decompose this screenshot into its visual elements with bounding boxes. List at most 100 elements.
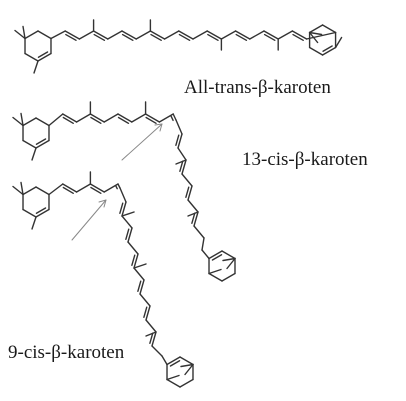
all-trans-chain-double-bond — [234, 30, 251, 40]
cis-9-chain2-double-bond — [145, 305, 151, 321]
all-trans-chain-double-bond-second — [65, 33, 77, 42]
cis-9-chain2-bond — [151, 345, 163, 357]
all-trans-chain-double-bond — [121, 30, 137, 40]
all-trans-left-ring-bond — [37, 52, 52, 62]
cis-9-methyl — [166, 374, 180, 381]
all-trans-chain-double-bond-second — [292, 33, 304, 42]
cis-9-right-ring-double — [169, 360, 181, 367]
cis-13-chain2-double-bond — [193, 211, 199, 227]
cis-13-chain2-bond — [201, 237, 205, 251]
all-trans-chain-double-bond — [263, 30, 279, 40]
cis-13-right-ring-bond — [208, 272, 223, 282]
cis-9-arrowhead — [98, 199, 107, 203]
all-trans-chain-double-bond — [64, 30, 81, 40]
all-trans-chain-bond — [249, 30, 265, 40]
cis-9-chain2-bond — [145, 319, 157, 333]
cis-9-chain2-double-bond — [139, 279, 145, 295]
cis-13-methyl — [187, 211, 199, 217]
cis-9-chain2-bond — [121, 215, 133, 229]
all-trans-chain-bond — [192, 30, 208, 40]
cis-13-chain2-double-bond-second — [179, 160, 184, 172]
cis-9-right-ring-bond — [166, 356, 181, 366]
all-trans-chain-double-bond-second — [235, 33, 248, 42]
cis-13-left-ring-bond — [22, 139, 37, 149]
cis-13-methyl — [20, 112, 24, 127]
cis-9-chain-double-bond — [62, 183, 78, 193]
cis-9-left-ring-bond — [22, 186, 37, 196]
cis-13-left-ring-bond — [35, 117, 50, 127]
cis-9-chain2-bond — [127, 241, 139, 255]
all-trans-chain-double-bond — [178, 30, 194, 40]
cis-13-right-ring-bond — [221, 250, 236, 260]
all-trans-chain-double-bond — [206, 30, 223, 40]
cis-9-left-ring-bond — [35, 186, 50, 196]
all-trans-chain-double-bond-second — [263, 33, 276, 42]
all-trans-chain-bond — [78, 30, 95, 40]
cis-13-methyl — [208, 268, 222, 275]
cis-9-chain2-bond — [119, 187, 127, 203]
cis-13-methyl — [12, 116, 24, 127]
cis-13-chain-bond — [131, 113, 147, 123]
cis-9-chain2-double-bond — [133, 253, 139, 269]
all-trans-left-ring-bond — [24, 52, 39, 62]
cis-9-chain2-double-bond-second — [143, 306, 148, 318]
cis-13-chain2-double-bond — [187, 185, 193, 201]
all-trans-chain-double-bond — [149, 30, 166, 40]
cis-9-methyl — [145, 331, 157, 337]
cis-13-chain-bond — [75, 113, 92, 123]
cis-9-chain-bond — [48, 183, 64, 196]
all-trans-methyl — [22, 25, 26, 40]
all-trans-chain-bond — [50, 30, 66, 40]
cis-13-methyl — [226, 257, 236, 270]
cis-13-methyl — [175, 159, 187, 165]
cis-13-chain2-double-bond-second — [170, 115, 174, 122]
all-trans-right-ring-bond — [321, 46, 337, 56]
cis-9-methyl — [184, 363, 194, 376]
cis-9-link-bond — [161, 355, 168, 366]
cis-9-chain2-bond — [139, 293, 151, 307]
cis-9-chain2-double-bond — [121, 201, 127, 217]
cis-9-right-ring-bond — [179, 356, 194, 366]
all-trans-chain-double-bond-second — [150, 33, 162, 42]
cis-13-chain-double-bond-second — [90, 116, 102, 125]
all-trans-right-ring-bond — [321, 24, 337, 34]
all-trans-chain-bond — [163, 30, 180, 40]
cis-13-methyl — [31, 147, 37, 161]
cis-9-right-ring-bond — [166, 378, 181, 388]
cis-9-methyl — [12, 185, 24, 196]
cis-13-chain2-bond — [181, 173, 193, 187]
cis-9-chain-double-bond-second — [62, 186, 74, 195]
cis-13-arrowhead — [154, 123, 163, 126]
cis-13-chain-double-bond — [117, 113, 133, 123]
all-trans-methyl — [33, 60, 39, 74]
all-trans-chain-bond — [135, 30, 152, 40]
cis-13-link-bond — [201, 249, 210, 260]
cis-9-chain-double-bond — [89, 183, 105, 193]
cis-9-chain2-bond — [133, 267, 145, 281]
all-trans-chain-double-bond — [92, 30, 109, 40]
cis-9-right-ring-bond — [179, 378, 194, 388]
cis-13-left-ring-double — [35, 138, 47, 145]
cis-13-chain-bond — [158, 113, 174, 123]
cis-9-chain2-double-bond-second — [115, 185, 118, 190]
cis-13-chain2-double-bond — [181, 159, 187, 175]
cis-9-chain2-double-bond — [117, 183, 121, 189]
cis-13-right-ring-double — [211, 254, 223, 261]
cis-9-chain2-double-bond-second — [131, 254, 136, 266]
cis-9-chain-double-bond-second — [90, 186, 102, 195]
cis-9-chain2-double-bond-second — [149, 332, 154, 344]
label-13-cis: 13-cis-β-karoten — [242, 149, 368, 170]
cis-13-chain2-double-bond — [177, 133, 183, 149]
all-trans-chain-bond — [107, 30, 123, 40]
all-trans-chain-double-bond-second — [178, 33, 191, 42]
cis-13-right-ring-bond — [221, 272, 236, 282]
cis-9-chain2-double-bond — [151, 331, 157, 347]
all-trans-chain-double-bond-second — [93, 33, 106, 42]
all-trans-methyl — [308, 31, 319, 44]
cis-9-methyl — [180, 363, 194, 368]
cis-9-arrow — [71, 199, 107, 241]
cis-9-chain2-double-bond — [127, 227, 133, 243]
cis-9-arrowhead — [103, 199, 107, 208]
all-trans-chain-double-bond-second — [121, 33, 134, 42]
